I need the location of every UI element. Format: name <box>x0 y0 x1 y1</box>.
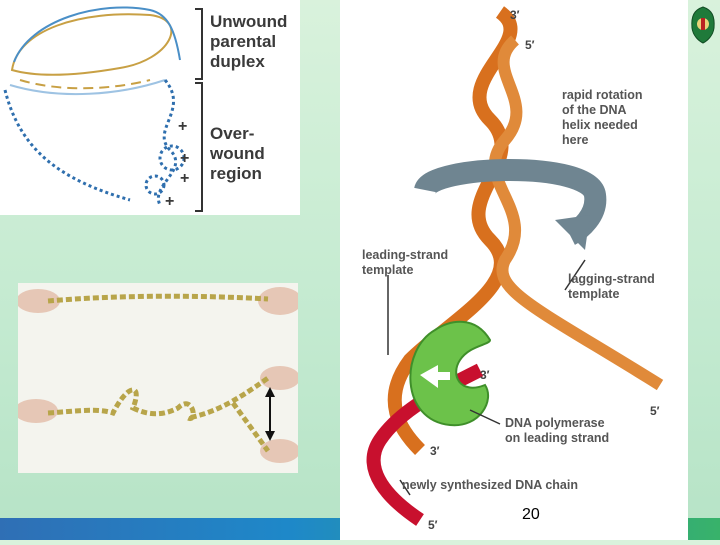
helix-drawing <box>366 6 664 526</box>
page-number: 20 <box>522 506 540 523</box>
leader-line-new-chain <box>399 479 411 496</box>
plus-sign: + <box>180 150 190 167</box>
leader-line-polymerase <box>469 409 501 425</box>
dna-polymerase <box>409 320 492 427</box>
right-hand-lower <box>260 439 300 463</box>
supercoil-drawing <box>3 6 186 206</box>
parental-strand-dashed <box>19 79 151 90</box>
rope-drawing <box>14 283 302 473</box>
university-seal-icon <box>691 6 715 44</box>
rotation-arrow-head <box>555 215 590 250</box>
unwound-bracket <box>195 8 203 80</box>
plus-sign: + <box>178 118 188 135</box>
end-label-5-bottom: 5′ <box>428 518 438 532</box>
leading-strand-template <box>387 6 518 455</box>
polymerase-label: DNA polymerase on leading strand <box>505 416 610 445</box>
replication-fork-diagram: 3′ 5′ 3′ 5′ 3′ 5′ rapid rotation of the … <box>340 0 688 540</box>
overwound-bracket <box>195 82 203 212</box>
right-hand-top <box>258 287 302 315</box>
unwound-label: Unwound parental duplex <box>210 12 288 71</box>
leader-line-lagging <box>564 259 586 291</box>
unwound-duplex-inner <box>9 79 166 96</box>
overwound-label: Over- wound region <box>210 124 265 183</box>
unwound-duplex-outer <box>13 6 181 63</box>
supercoiled-rope <box>47 375 270 421</box>
lagging-template-label: lagging-strand template <box>568 272 655 301</box>
overwound-duplex <box>3 79 178 206</box>
new-chain-label: newly synthesized DNA chain <box>402 478 578 492</box>
end-label-5-lagging: 5′ <box>650 404 660 418</box>
end-label-5-top: 5′ <box>525 38 535 52</box>
plus-sign: + <box>180 170 190 187</box>
rotation-label: rapid rotation of the DNA helix needed h… <box>562 88 643 147</box>
supercoil-loop-small <box>144 174 166 196</box>
end-label-3-mid: 3′ <box>480 368 490 382</box>
left-hand-top <box>16 289 60 313</box>
left-hand-bottom <box>14 399 58 423</box>
supercoil-loop <box>158 144 186 172</box>
twisted-rope-straight <box>47 293 269 304</box>
end-label-3-lower: 3′ <box>430 444 440 458</box>
parental-strand-outline <box>10 13 173 76</box>
lagging-strand-template <box>488 35 664 391</box>
arrow-head-down <box>265 431 275 441</box>
end-label-3-top: 3′ <box>510 8 520 22</box>
plus-sign: + <box>165 193 175 210</box>
polymerase-direction-arrow <box>420 365 450 388</box>
supercoil-diagram: Unwound parental duplex Over- wound regi… <box>0 0 300 215</box>
right-hand-upper <box>260 366 300 390</box>
rope-split <box>230 401 271 453</box>
leading-template-label: leading-strand template <box>362 248 449 277</box>
twisted-rope-illustration <box>14 283 302 473</box>
arrow-head-up <box>265 387 275 397</box>
